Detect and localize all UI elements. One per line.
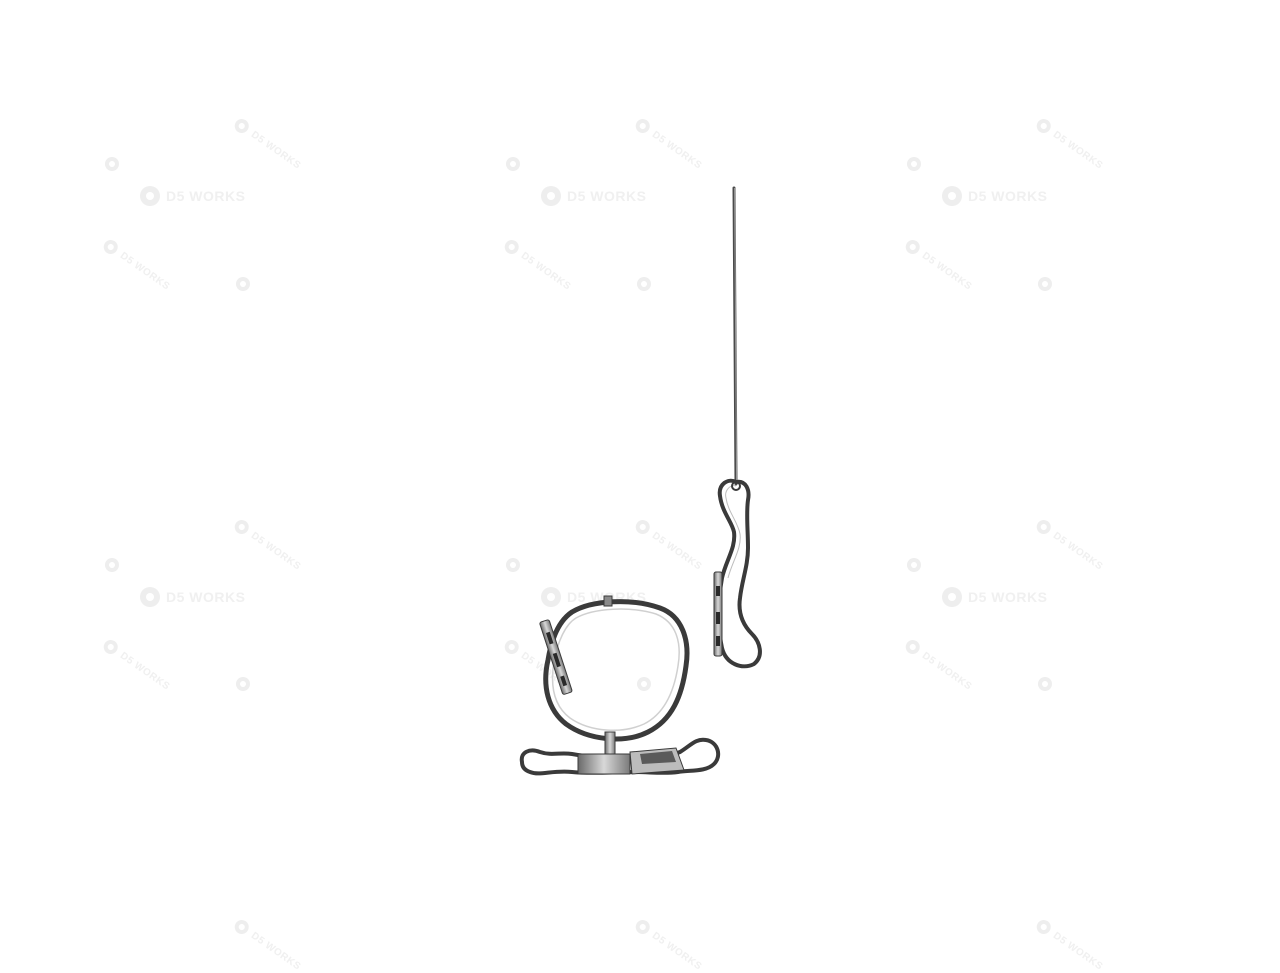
hanging-rod	[732, 186, 738, 486]
standing-wire-ring	[539, 595, 690, 742]
hanging-wire-loop	[713, 478, 762, 669]
ring-stand-base	[519, 731, 721, 776]
